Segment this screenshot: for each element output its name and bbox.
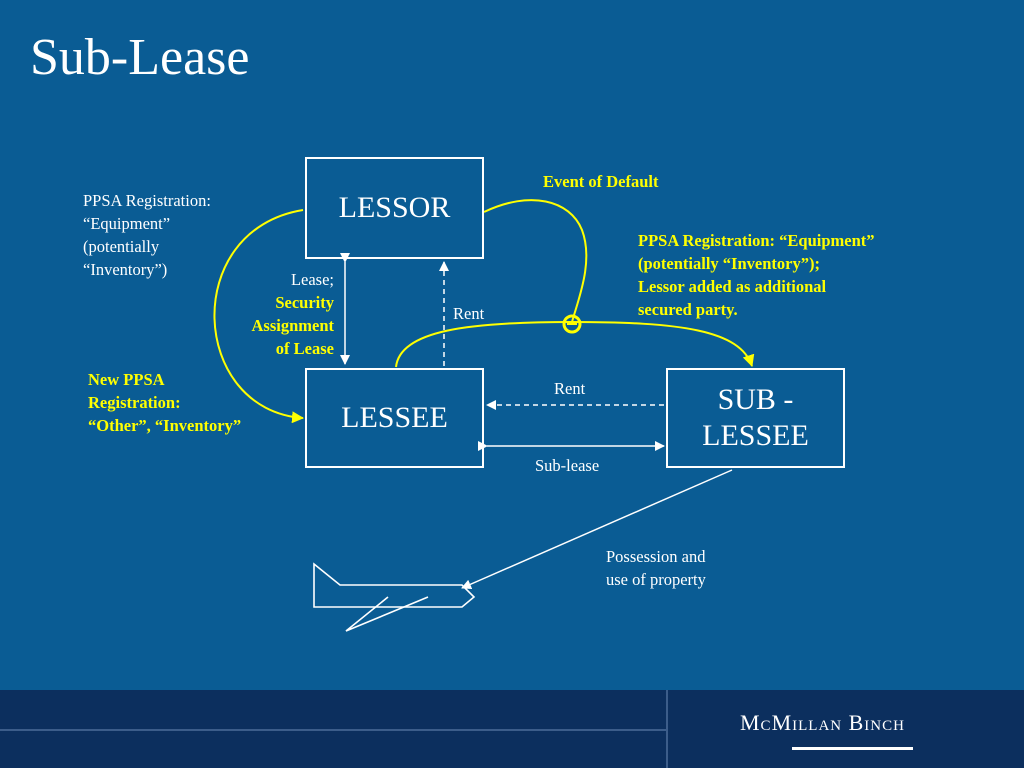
ppsa-lessor-note: PPSA Registration: “Equipment” (potentia… [83, 191, 211, 279]
rent-vertical-label: Rent [453, 304, 485, 323]
ppsa-registration-curve [213, 209, 304, 424]
rent-horizontal-label: Rent [554, 379, 586, 398]
new-ppsa-note: New PPSA Registration: “Other”, “Invento… [88, 370, 242, 435]
sublessee-box: SUB - LESSEE [666, 368, 845, 468]
lessee-box: LESSEE [305, 368, 484, 468]
lessor-box: LESSOR [305, 157, 484, 259]
footer-divider-vertical [666, 690, 668, 768]
aircraft-icon [313, 562, 476, 632]
sublease-registration-curve [395, 320, 755, 368]
possession-arrow [461, 469, 733, 589]
sublessee-label-line1: SUB - [717, 383, 794, 416]
lessee-label: LESSEE [341, 401, 448, 434]
logo-underline [792, 747, 913, 750]
page-title: Sub-Lease [30, 29, 250, 86]
diagram-connectors [213, 199, 755, 632]
lessor-label: LESSOR [338, 191, 451, 224]
footer-divider-horizontal [0, 729, 668, 731]
default-link-knot [562, 314, 582, 334]
firm-logo: McMillan Binch [740, 710, 905, 735]
possession-label: Possession and use of property [606, 547, 706, 589]
lease-label: Lease; Security Assignment of Lease [251, 270, 334, 358]
ppsa-sublessee-note: PPSA Registration: “Equipment” (potentia… [638, 231, 875, 319]
event-of-default-label: Event of Default [543, 172, 659, 191]
sublease-label: Sub-lease [535, 456, 600, 475]
sublessee-label-line2: LESSEE [702, 419, 809, 452]
event-of-default-curve [483, 199, 588, 323]
